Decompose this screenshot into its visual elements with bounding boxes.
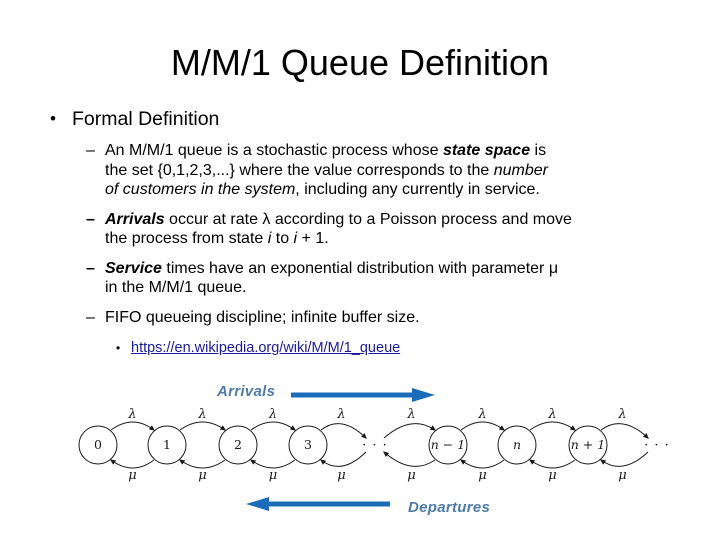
lambda-rate-label: λ [477,407,486,422]
mu-rate-label: μ [198,468,206,483]
mu-rate-label: μ [548,468,556,483]
ellipsis-label: · · · [362,438,388,453]
definition-text: FIFO queueing discipline; infinite buffe… [105,308,420,326]
definition-item: –An M/M/1 queue is a stochastic process … [86,141,662,200]
mu-rate-label: μ [618,468,626,483]
state-label: 2 [234,437,242,452]
lambda-rate-label: λ [336,407,345,422]
mu-rate-label: μ [128,468,136,483]
arrivals-arrow-icon [291,388,435,402]
dash-bullet: – [86,210,95,228]
state-label: 3 [304,437,312,452]
lambda-rate-label: λ [406,407,415,422]
slide-title: M/M/1 Queue Definition [170,42,550,83]
lambda-rate-label: λ [617,407,626,422]
slide-body: • Formal Definition –An M/M/1 queue is a… [50,108,662,356]
dash-bullet: – [86,259,95,277]
wikipedia-link[interactable]: https://en.wikipedia.org/wiki/M/M/1_queu… [131,340,401,356]
reference-line: • https://en.wikipedia.org/wiki/M/M/1_qu… [116,340,662,356]
lambda-rate-label: λ [268,407,277,422]
definition-text: Service times have an exponential distri… [105,259,559,297]
markov-chain-diagram: λ μ λ μ λ μ λ μ λ μ λ μ λ μ λ μ 0 1 2 3 · · · n − 1 n n + 1 · · … [78,407,670,483]
formal-definition-heading: Formal Definition [72,108,220,130]
lambda-rate-label: λ [197,407,206,422]
link-bullet-dot: • [116,341,121,355]
arrivals-label: Arrivals [217,383,276,400]
definition-item: –Arrivals occur at rate λ according to a… [86,210,662,249]
state-label: n + 1 [571,437,605,452]
state-label: n − 1 [431,437,465,452]
definition-text: An M/M/1 queue is a stochastic process w… [105,142,548,198]
definition-item: –Service times have an exponential distr… [86,259,662,298]
bullet-dot: • [50,109,56,128]
ellipsis-label: · · · [644,438,670,453]
state-label: 0 [94,437,102,452]
lambda-rate-label: λ [127,407,136,422]
definition-list: –An M/M/1 queue is a stochastic process … [86,141,662,327]
departures-arrow-icon [246,497,390,511]
state-label: 1 [163,437,171,452]
departures-label: Departures [408,499,491,516]
mu-rate-label: μ [337,468,345,483]
definition-text: Arrivals occur at rate λ according to a … [105,210,572,248]
definition-item: –FIFO queueing discipline; infinite buff… [86,308,662,328]
dash-bullet: – [86,142,95,159]
formal-definition-item: • Formal Definition [50,108,662,131]
mu-rate-label: μ [407,468,415,483]
mu-rate-label: μ [269,468,277,483]
dash-bullet: – [86,308,95,326]
lambda-rate-label: λ [547,407,556,422]
mu-rate-label: μ [478,468,486,483]
state-label: n [513,437,521,452]
